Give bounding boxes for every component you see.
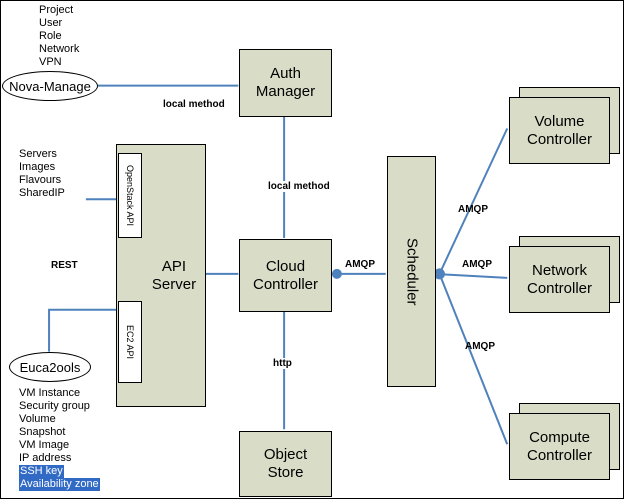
api-server-label: API Server [151, 257, 197, 293]
list-item: Network [39, 43, 80, 55]
list-item: VM Instance [19, 387, 81, 399]
openstack-api-label: OpenStack API [125, 164, 135, 227]
object-store-node: Object Store [239, 431, 332, 497]
list-item: Project [39, 4, 74, 16]
list-item: VM Image [19, 439, 70, 451]
edge-euca2ools-ec2api [48, 308, 118, 352]
nova-manage-label: Nova-Manage [9, 78, 91, 94]
nova-manage-node: Nova-Manage [2, 71, 98, 101]
object-store-label: Object Store [263, 446, 308, 481]
edge-label-http: http [271, 358, 294, 369]
list-item: User [39, 17, 63, 29]
edge-label-amqp-compute: AMQP [465, 341, 495, 352]
list-item: Snapshot [19, 426, 66, 438]
list-item: Volume [19, 413, 56, 425]
compute-controller-node: Compute Controller [509, 413, 610, 480]
cloud-controller-node: Cloud Controller [239, 239, 332, 312]
ec2-object-list: VM Instance Security group Volume Snapsh… [19, 387, 100, 491]
cloud-controller-label: Cloud Controller [252, 257, 319, 293]
edge-scheduler-volumecontroller [438, 128, 509, 275]
nova-manage-object-list: Project User Role Network VPN [39, 4, 79, 69]
compute-controller-label: Compute Controller [526, 428, 593, 464]
auth-manager-label: Auth Manager [255, 65, 316, 100]
connector-dot-cloudcontroller [331, 268, 342, 279]
edge-label-local-method-cloud: local method [266, 181, 332, 192]
list-item: VPN [39, 56, 62, 68]
euca2ools-node: Euca2ools [9, 352, 91, 382]
edge-label-local-method-auth: local method [163, 99, 225, 110]
euca2ools-label: Euca2ools [19, 359, 81, 375]
auth-manager-node: Auth Manager [239, 49, 332, 117]
list-item: Images [19, 161, 56, 173]
selected-list-item: SSH key [19, 465, 64, 478]
list-item: Role [39, 30, 62, 42]
ec2-api-node: EC2 API [118, 301, 142, 383]
edge-label-amqp-scheduler: AMQP [345, 259, 375, 270]
selected-list-item: Availability zone [19, 478, 100, 491]
network-controller-label: Network Controller [526, 261, 593, 297]
openstack-api-node: OpenStack API [118, 153, 142, 238]
list-item: SharedIP [19, 187, 65, 199]
network-controller-node: Network Controller [509, 246, 610, 313]
edge-label-amqp-volume: AMQP [458, 204, 488, 215]
list-item: Servers [19, 148, 57, 160]
edge-label-amqp-network: AMQP [462, 259, 492, 270]
edge-scheduler-networkcontroller [433, 272, 508, 279]
list-item: Flavours [19, 174, 62, 186]
list-item: Availability zone [19, 478, 100, 491]
list-item: Security group [19, 400, 90, 412]
volume-controller-node: Volume Controller [509, 97, 610, 164]
ec2-api-label: EC2 API [125, 324, 135, 360]
scheduler-label: Scheduler [403, 237, 421, 306]
list-item: IP address [19, 452, 72, 464]
list-item: SSH key [19, 465, 100, 478]
openstack-api-object-list: Servers Images Flavours SharedIP [19, 148, 65, 200]
volume-controller-label: Volume Controller [526, 112, 593, 148]
scheduler-node: Scheduler [387, 156, 436, 387]
edge-label-rest: REST [51, 260, 78, 271]
edge-scheduler-computecontroller [438, 273, 509, 445]
